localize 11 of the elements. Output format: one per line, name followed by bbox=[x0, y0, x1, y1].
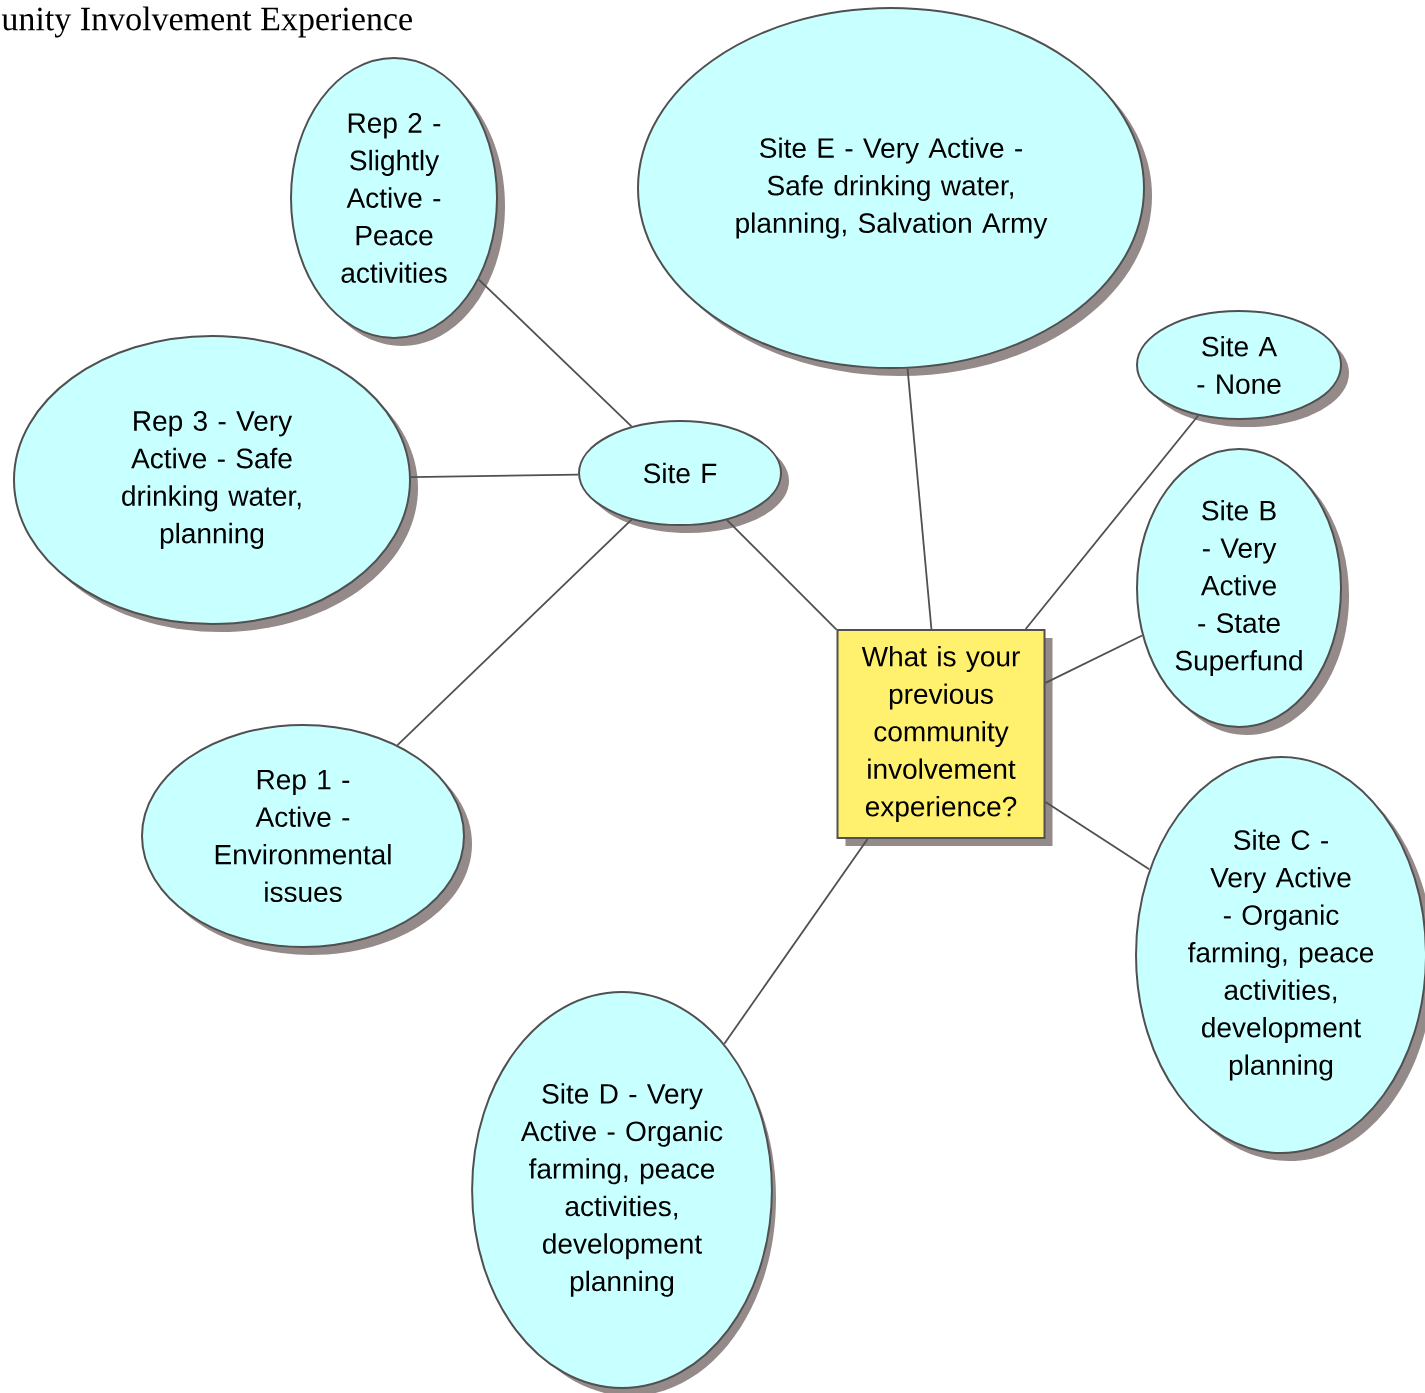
question-box: What is your previous community involvement experience? bbox=[836, 629, 1053, 846]
connector-line bbox=[1044, 634, 1143, 684]
connector-line bbox=[410, 473, 579, 478]
connector-line bbox=[396, 518, 633, 746]
connector-line bbox=[1024, 414, 1200, 630]
title: unity Involvement Experience bbox=[1, 6, 412, 38]
connector-line bbox=[726, 519, 838, 631]
connector-line bbox=[723, 838, 869, 1045]
connector-line bbox=[477, 278, 633, 428]
connector-line bbox=[1044, 801, 1151, 871]
connector-line bbox=[906, 367, 933, 630]
